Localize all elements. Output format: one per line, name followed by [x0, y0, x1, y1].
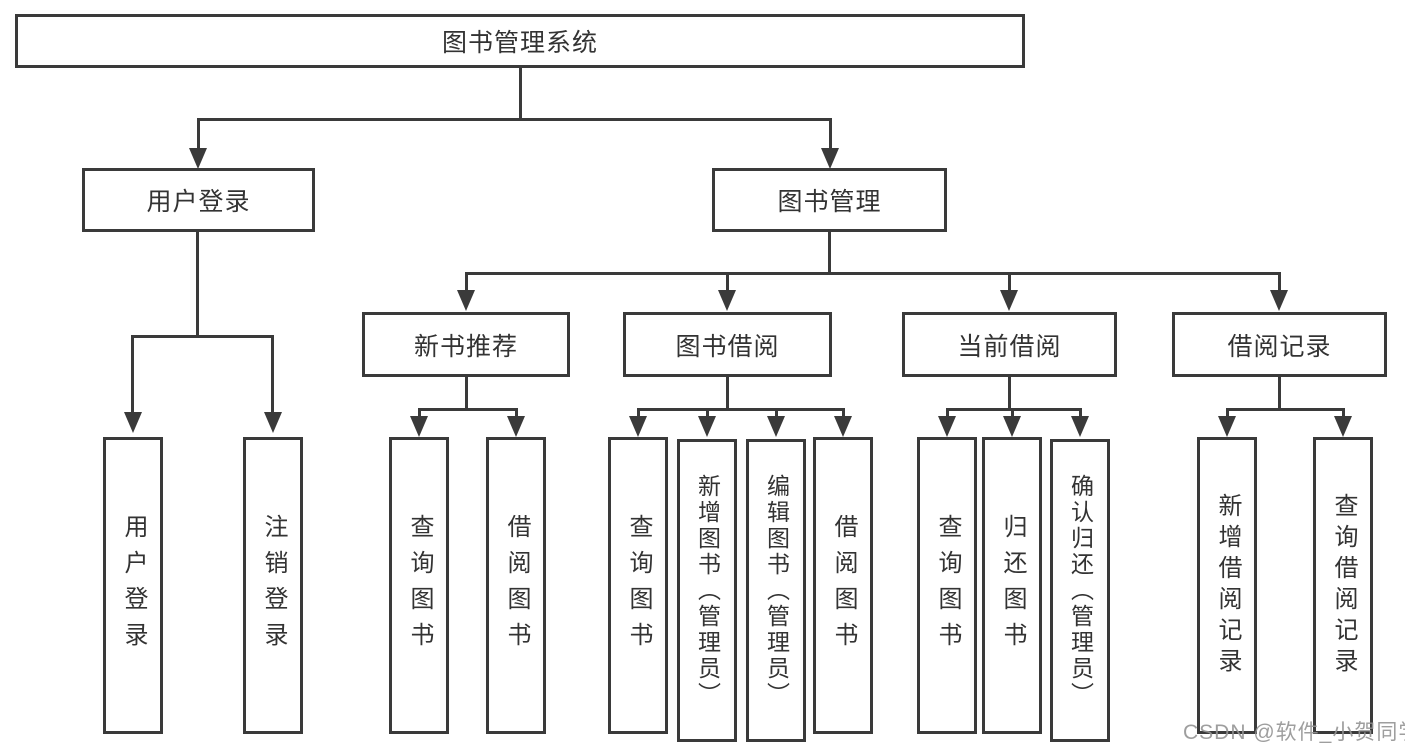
connector-hline: [946, 408, 1082, 411]
leaf-add-borrow-record: 新增借阅记录: [1197, 437, 1257, 734]
node-book-borrow-label: 图书借阅: [675, 332, 780, 361]
connector-hline: [197, 118, 832, 121]
node-user-login: 用户登录: [82, 168, 315, 232]
leaf-query-borrow-record-label: 查询借阅记录: [1330, 492, 1357, 679]
connector-vline: [726, 377, 729, 408]
leaf-add-books-admin: 新增图书（管理员）: [677, 439, 737, 742]
node-borrow-records: 借阅记录: [1172, 312, 1387, 377]
arrow-down-icon: [938, 416, 956, 437]
connector-vline: [1008, 272, 1011, 292]
connector-vline: [1079, 408, 1082, 418]
connector-vline: [1278, 272, 1281, 292]
leaf-borrow-books-label: 借阅图书: [830, 513, 857, 658]
leaf-query-books-label: 查询图书: [934, 513, 961, 658]
connector-vline: [1278, 377, 1281, 408]
node-root-label: 图书管理系统: [441, 29, 598, 57]
connector-vline: [775, 408, 778, 418]
watermark: CSDN @软件_小贺同学: [1183, 721, 1405, 744]
node-book-management-label: 图书管理: [777, 188, 882, 216]
leaf-confirm-return-admin: 确认归还（管理员）: [1050, 439, 1110, 742]
connector-vline: [828, 232, 831, 272]
leaf-query-books-label: 查询图书: [625, 513, 652, 658]
arrow-down-icon: [410, 416, 428, 437]
connector-vline: [726, 272, 729, 292]
leaf-query-books: 查询图书: [917, 437, 977, 734]
connector-hline: [418, 408, 518, 411]
connector-hline: [465, 272, 1281, 275]
arrow-down-icon: [698, 416, 716, 437]
connector-vline: [519, 68, 522, 118]
leaf-return-books: 归还图书: [982, 437, 1042, 734]
connector-vline: [1011, 408, 1014, 418]
leaf-add-borrow-record-label: 新增借阅记录: [1214, 492, 1241, 679]
connector-vline: [515, 408, 518, 418]
leaf-query-books: 查询图书: [608, 437, 668, 734]
node-root: 图书管理系统: [15, 14, 1025, 68]
leaf-query-books-label: 查询图书: [406, 513, 433, 658]
connector-vline: [829, 118, 832, 150]
leaf-confirm-return-admin-label: 确认归还（管理员）: [1067, 473, 1094, 708]
node-user-login-label: 用户登录: [146, 188, 251, 216]
arrow-down-icon: [189, 148, 207, 169]
leaf-edit-books-admin: 编辑图书（管理员）: [746, 439, 806, 742]
arrow-down-icon: [834, 416, 852, 437]
node-new-book-recommend-label: 新书推荐: [413, 332, 518, 361]
connector-vline: [465, 377, 468, 408]
leaf-logout: 注销登录: [243, 437, 303, 734]
arrow-down-icon: [629, 416, 647, 437]
leaf-logout-label: 注销登录: [260, 513, 287, 658]
connector-hline: [132, 335, 274, 338]
connector-vline: [418, 408, 421, 418]
leaf-user-login: 用户登录: [103, 437, 163, 734]
leaf-add-books-admin-label: 新增图书（管理员）: [694, 473, 721, 708]
connector-vline: [842, 408, 845, 418]
leaf-query-borrow-record: 查询借阅记录: [1313, 437, 1373, 734]
arrow-down-icon: [767, 416, 785, 437]
leaf-borrow-books-label: 借阅图书: [503, 513, 530, 658]
leaf-borrow-books: 借阅图书: [813, 437, 873, 734]
node-borrow-records-label: 借阅记录: [1227, 332, 1332, 361]
connector-vline: [1226, 408, 1229, 418]
node-new-book-recommend: 新书推荐: [362, 312, 570, 377]
connector-vline: [706, 408, 709, 418]
node-current-borrow-label: 当前借阅: [957, 332, 1062, 361]
node-current-borrow: 当前借阅: [902, 312, 1117, 377]
node-book-management: 图书管理: [712, 168, 947, 232]
connector-vline: [197, 118, 200, 150]
connector-vline: [1342, 408, 1345, 418]
arrow-down-icon: [1000, 290, 1018, 311]
connector-vline: [465, 272, 468, 292]
arrow-down-icon: [1003, 416, 1021, 437]
connector-vline: [637, 408, 640, 418]
arrow-down-icon: [718, 290, 736, 311]
arrow-down-icon: [1218, 416, 1236, 437]
connector-vline: [131, 335, 134, 413]
connector-vline: [946, 408, 949, 418]
arrow-down-icon: [264, 412, 282, 433]
arrow-down-icon: [124, 412, 142, 433]
arrow-down-icon: [1071, 416, 1089, 437]
arrow-down-icon: [1334, 416, 1352, 437]
arrow-down-icon: [1270, 290, 1288, 311]
node-book-borrow: 图书借阅: [623, 312, 832, 377]
arrow-down-icon: [507, 416, 525, 437]
leaf-borrow-books: 借阅图书: [486, 437, 546, 734]
leaf-return-books-label: 归还图书: [999, 513, 1026, 658]
connector-vline: [271, 335, 274, 413]
leaf-query-books: 查询图书: [389, 437, 449, 734]
connector-vline: [196, 232, 199, 335]
arrow-down-icon: [821, 148, 839, 169]
arrow-down-icon: [457, 290, 475, 311]
leaf-edit-books-admin-label: 编辑图书（管理员）: [763, 473, 790, 708]
connector-hline: [1226, 408, 1345, 411]
connector-hline: [637, 408, 845, 411]
connector-vline: [1008, 377, 1011, 408]
leaf-user-login-label: 用户登录: [120, 513, 147, 658]
